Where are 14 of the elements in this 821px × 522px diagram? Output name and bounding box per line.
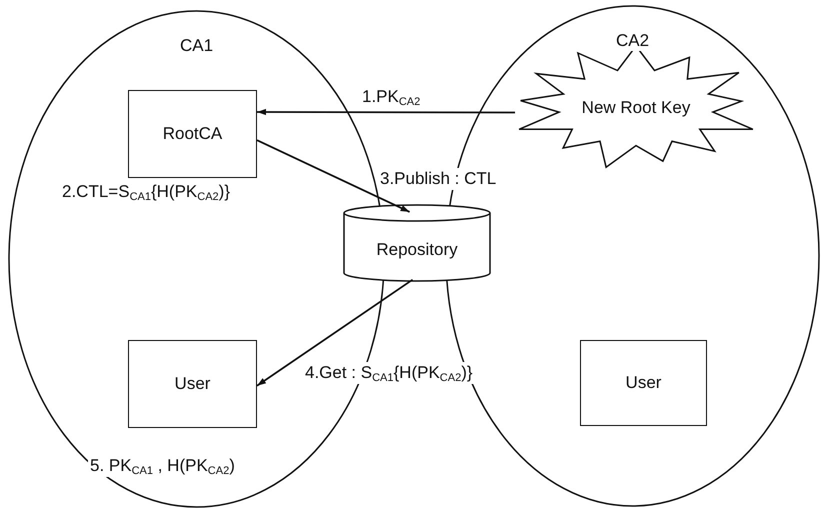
arrow [256, 278, 414, 386]
process-box [128, 90, 257, 178]
node-label: User [626, 373, 662, 393]
edge-label: 3.Publish : CTL [378, 168, 498, 190]
node-label: CA2 [616, 31, 650, 51]
arrow [256, 139, 410, 213]
node-label: User [174, 374, 210, 394]
node-label: RootCA [162, 124, 222, 144]
node-label: New Root Key [582, 98, 690, 118]
node-label: Repository [376, 240, 458, 260]
edge-label: 4.Get : S$_{CA1}${H(PK$_{CA2}$)} [303, 362, 475, 384]
process-box [580, 340, 707, 426]
database-cylinder [343, 205, 491, 282]
process-box [128, 340, 257, 428]
